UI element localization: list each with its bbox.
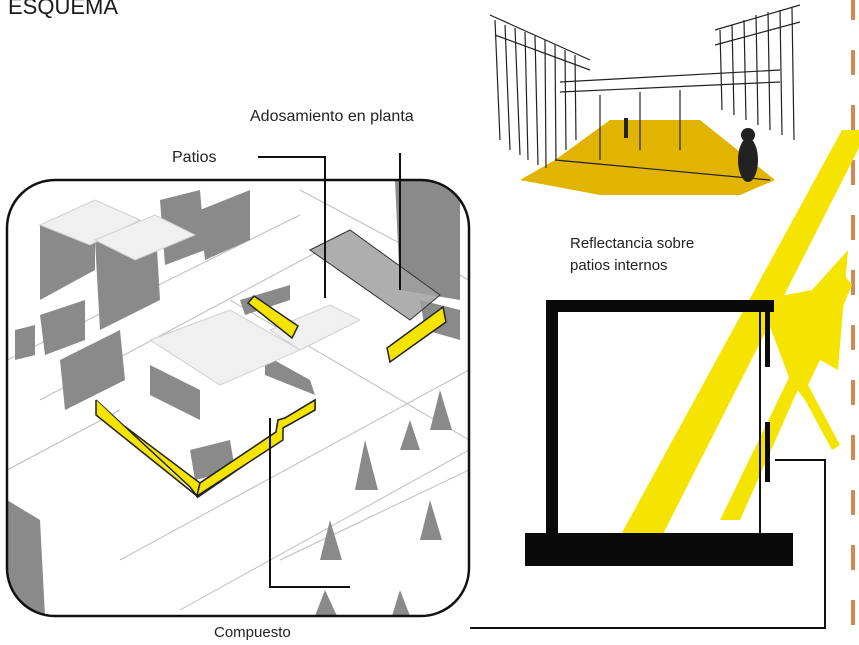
label-reflectancia-line2: patios internos [570, 257, 668, 274]
right-border-dashes [851, 0, 855, 625]
leader-lines [258, 153, 826, 629]
label-patios: Patios [172, 149, 217, 166]
section-drawing [525, 300, 793, 566]
label-reflectancia: Reflectancia sobre patios internos [570, 233, 694, 277]
isometric-site-plan [5, 178, 471, 618]
diagram-title: ESQUEMA [8, 0, 119, 19]
label-adosamiento-en-planta: Adosamiento en planta [250, 108, 414, 125]
label-reflectancia-line1: Reflectancia sobre [570, 235, 695, 252]
label-colocacion-line2: Compuesto [214, 624, 291, 641]
courtyard-sketch [489, 4, 801, 205]
